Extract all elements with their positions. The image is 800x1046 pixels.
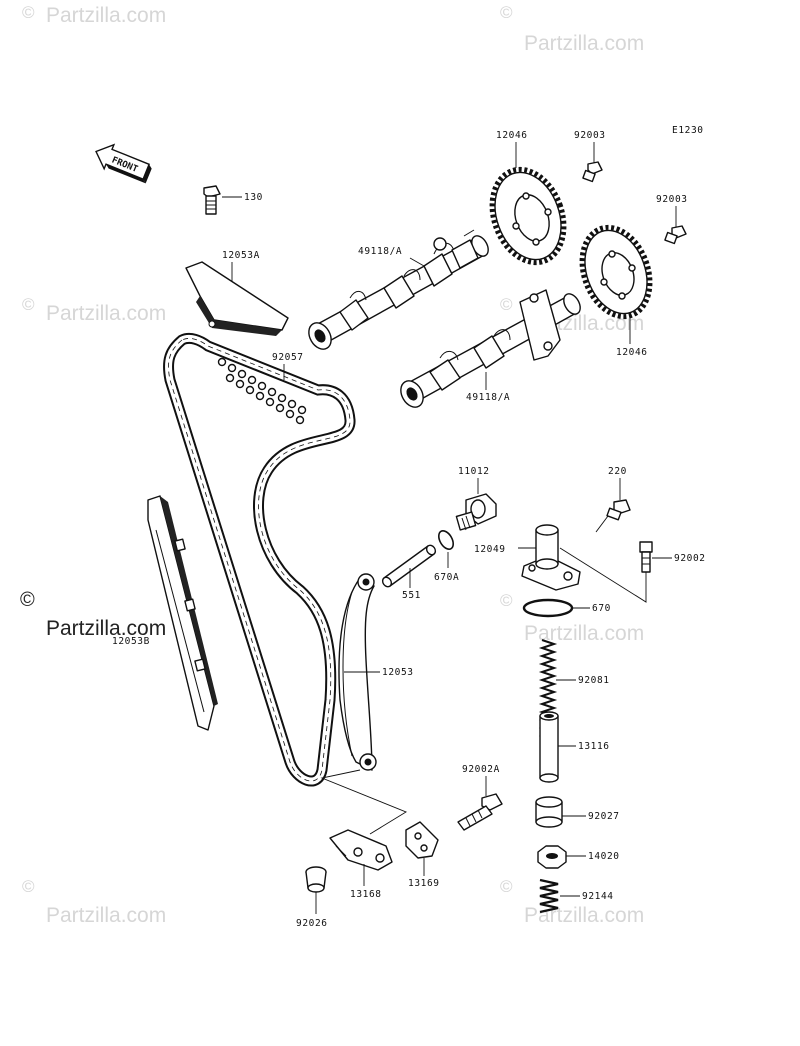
- svg-text:©: ©: [22, 877, 35, 896]
- watermark-mid-left: © Partzilla.com: [22, 295, 166, 325]
- svg-text:©: ©: [20, 589, 35, 611]
- label-12053a: 12053A: [222, 250, 260, 261]
- label-92003-right: 92003: [656, 194, 688, 205]
- svg-text:Partzilla.com: Partzilla.com: [524, 904, 644, 927]
- camshaft-49118a-bottom: [400, 289, 581, 408]
- cam-sprocket-12046-top: [489, 166, 567, 266]
- label-130: 130: [244, 192, 263, 203]
- chain-guide-12053b: [147, 495, 218, 731]
- tensioner-body-12049: [521, 524, 581, 591]
- cam-sprocket-12046-bottom: [579, 224, 653, 320]
- label-92057: 92057: [272, 352, 304, 363]
- label-12046-bottom: 12046: [616, 347, 648, 358]
- oring-670a: [437, 530, 455, 550]
- oring-670: [522, 598, 574, 618]
- push-rod-13116: [539, 711, 559, 783]
- plate-13169: [405, 821, 439, 859]
- front-arrow-icon: FRONT: [95, 143, 152, 184]
- label-49118a-top: 49118/A: [358, 246, 402, 257]
- label-92144: 92144: [582, 891, 614, 902]
- label-13116: 13116: [578, 741, 610, 752]
- svg-text:Partzilla.com: Partzilla.com: [46, 302, 166, 325]
- svg-text:©: ©: [500, 3, 513, 22]
- bolt-92003-top: [582, 161, 603, 183]
- watermark-top-left: © Partzilla.com: [22, 3, 166, 27]
- svg-text:Partzilla.com: Partzilla.com: [46, 904, 166, 927]
- bolt-130: [203, 185, 242, 215]
- chain-guide-12053a: [185, 261, 289, 336]
- svg-text:©: ©: [500, 591, 513, 610]
- cam-chain-92057: [163, 332, 356, 787]
- holder-13168: [329, 829, 393, 871]
- label-12053b: 12053B: [112, 636, 150, 647]
- bolt-220: [595, 499, 631, 533]
- watermark-bottom-left: © Partzilla.com: [22, 877, 166, 927]
- label-670: 670: [592, 603, 611, 614]
- label-13169: 13169: [408, 878, 440, 889]
- svg-text:©: ©: [22, 3, 35, 22]
- collar-92027: [535, 796, 563, 828]
- pin-551: [381, 544, 437, 588]
- label-12053: 12053: [382, 667, 414, 678]
- svg-text:©: ©: [500, 877, 513, 896]
- label-551: 551: [402, 590, 421, 601]
- svg-text:Partzilla.com: Partzilla.com: [46, 617, 166, 640]
- label-11012: 11012: [458, 466, 490, 477]
- svg-text:©: ©: [500, 295, 513, 314]
- spring-92144: [539, 878, 559, 914]
- label-12046-top: 12046: [496, 130, 528, 141]
- label-92081: 92081: [578, 675, 610, 686]
- label-220: 220: [608, 466, 627, 477]
- label-92002: 92002: [674, 553, 706, 564]
- label-92002a: 92002A: [462, 764, 500, 775]
- cap-bolt-11012: [455, 493, 497, 531]
- label-670a: 670A: [434, 572, 459, 583]
- nut-14020: [537, 845, 567, 869]
- svg-text:Partzilla.com: Partzilla.com: [524, 32, 644, 55]
- camshaft-49118a-top: [308, 229, 489, 350]
- diagram-code: E1230: [672, 125, 704, 136]
- label-92026: 92026: [296, 918, 328, 929]
- watermark-top-right: © Partzilla.com: [500, 3, 644, 55]
- label-13168: 13168: [350, 889, 382, 900]
- svg-text:©: ©: [22, 295, 35, 314]
- bolt-92002: [639, 541, 653, 573]
- tensioner-guide-12053: [338, 573, 377, 771]
- label-92003-top: 92003: [574, 130, 606, 141]
- label-14020: 14020: [588, 851, 620, 862]
- label-49118a-bottom: 49118/A: [466, 392, 510, 403]
- bolt-92002a: [457, 793, 503, 831]
- bolt-92026: [305, 866, 327, 893]
- watermark-center-right: © Partzilla.com: [500, 591, 644, 645]
- svg-text:Partzilla.com: Partzilla.com: [524, 622, 644, 645]
- label-12049: 12049: [474, 544, 506, 555]
- svg-text:Partzilla.com: Partzilla.com: [46, 4, 166, 27]
- bolt-92003-right: [664, 225, 687, 245]
- label-92027: 92027: [588, 811, 620, 822]
- watermark-bottom-right: © Partzilla.com: [500, 877, 644, 927]
- watermark-center-left: © Partzilla.com: [20, 589, 166, 640]
